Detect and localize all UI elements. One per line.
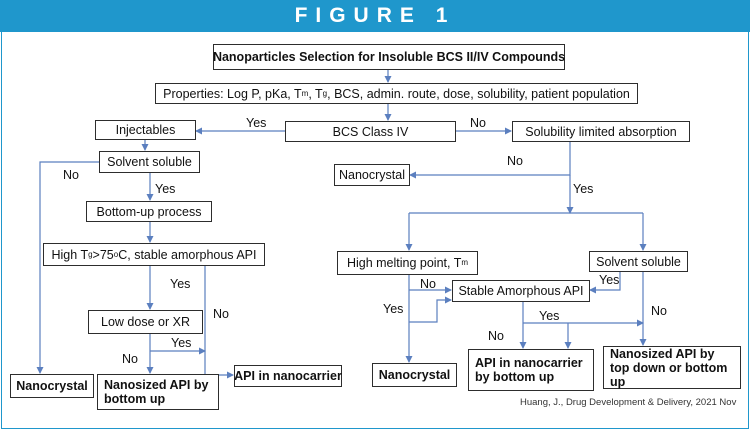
node-injectables: Injectables <box>95 120 196 140</box>
node-title: Nanoparticles Selection for Insoluble BC… <box>213 44 565 70</box>
label-yes-after-nanocrystal: Yes <box>573 182 594 196</box>
label-no-high-tg: No <box>213 307 229 321</box>
high-tg-text-3: C, stable amorphous API <box>118 247 257 262</box>
properties-text-2: , T <box>308 86 323 101</box>
node-bottom-up-process: Bottom-up process <box>86 201 212 222</box>
label-yes-solvent-right: Yes <box>599 273 620 287</box>
label-yes-amorphous: Yes <box>539 309 560 323</box>
edge-solvent-right-yes-to-amorphous <box>589 272 621 294</box>
high-melting-text: High melting point, T <box>346 256 462 270</box>
figure-header: FIGURE 1 <box>0 0 750 32</box>
label-yes-melting: Yes <box>383 302 404 316</box>
node-nanosized-bottom-up: Nanosized API by bottom up <box>97 374 219 410</box>
label-no-left-branch: No <box>63 168 79 182</box>
label-no-low-dose: No <box>122 352 138 366</box>
node-low-dose: Low dose or XR <box>88 310 203 334</box>
node-solvent-soluble-left: Solvent soluble <box>99 151 200 173</box>
high-tg-text-1: High T <box>51 247 89 262</box>
properties-text-1: Properties: Log P, pKa, T <box>163 86 302 101</box>
edge-solubility-no-to-nanocrystal <box>409 142 571 179</box>
node-nanosized-top-down: Nanosized API by top down or bottom up <box>603 346 741 389</box>
label-yes-low-dose: Yes <box>171 336 192 350</box>
label-yes-solvent: Yes <box>155 182 176 196</box>
node-stable-amorphous: Stable Amorphous API <box>452 280 590 302</box>
label-yes-high-tg: Yes <box>170 277 191 291</box>
node-api-nanocarrier-right: API in nanocarrier by bottom up <box>468 349 594 391</box>
node-api-nanocarrier-left: API in nanocarrier <box>234 365 342 387</box>
node-nanocrystal-top: Nanocrystal <box>334 164 410 186</box>
properties-text-3: , BCS, admin. route, dose, solubility, p… <box>327 86 630 101</box>
high-tg-text-2: >75 <box>92 247 114 262</box>
citation: Huang, J., Drug Development & Delivery, … <box>520 397 737 408</box>
node-bcs-class: BCS Class IV <box>285 121 456 142</box>
label-no-solvent-right: No <box>651 304 667 318</box>
label-no-amorphous: No <box>488 329 504 343</box>
figure-frame <box>1 32 749 429</box>
edge-loop-to-amorphous <box>409 296 452 323</box>
label-no-melting: No <box>420 277 436 291</box>
edge-solvent-no-to-nanocrystal <box>36 161 99 374</box>
node-nanocrystal-left: Nanocrystal <box>10 374 94 398</box>
node-nanocrystal-mid: Nanocrystal <box>372 363 457 387</box>
node-solvent-soluble-right: Solvent soluble <box>589 251 688 272</box>
label-no-nanocrystal: No <box>507 154 523 168</box>
label-yes-injectables: Yes <box>246 116 267 130</box>
node-solubility-limited: Solubility limited absorption <box>512 121 690 142</box>
label-no-solubility: No <box>470 116 486 130</box>
